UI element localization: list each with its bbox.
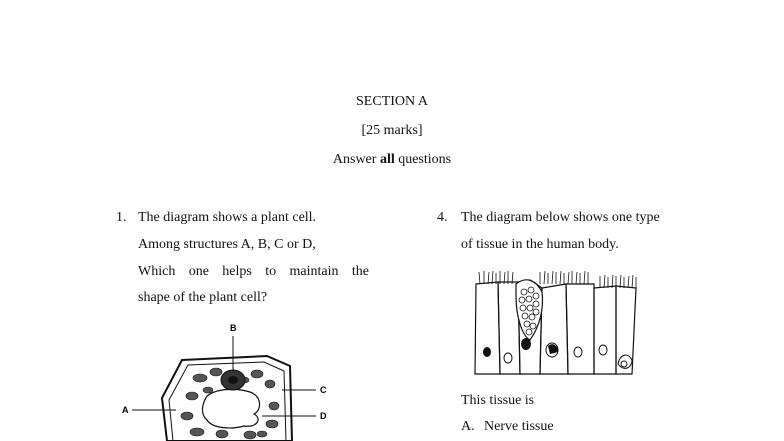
q4-line-1: The diagram below shows one type — [461, 210, 660, 225]
section-instruction: Answer all questions — [0, 152, 784, 168]
label-d: D — [320, 411, 327, 421]
label-b: B — [230, 323, 237, 333]
q4-number: 4. — [437, 210, 448, 225]
q1-line-2: Among structures A, B, C or D, — [138, 237, 316, 252]
instruction-suffix: questions — [394, 152, 452, 167]
q1-number: 1. — [116, 210, 127, 225]
instruction-prefix: Answer — [332, 152, 380, 167]
section-title: SECTION A — [356, 94, 428, 109]
tissue-diagram — [474, 270, 637, 375]
label-a: A — [122, 405, 129, 415]
plant-cell-diagram: B A C D — [122, 323, 327, 441]
q1-line-1: The diagram shows a plant cell. — [138, 210, 317, 225]
q4-option-a-letter: A. — [461, 419, 475, 434]
q1-line-4: shape of the plant cell? — [138, 290, 268, 305]
instruction-bold: all — [379, 152, 395, 167]
label-c: C — [320, 385, 327, 395]
q4-stem: This tissue is — [461, 393, 535, 408]
q1-line-3: Which one helps to maintain the — [138, 264, 369, 279]
q4-line-2: of tissue in the human body. — [461, 237, 619, 252]
q4-option-a-text: Nerve tissue — [484, 419, 554, 434]
section-marks: [25 marks] — [361, 123, 423, 138]
